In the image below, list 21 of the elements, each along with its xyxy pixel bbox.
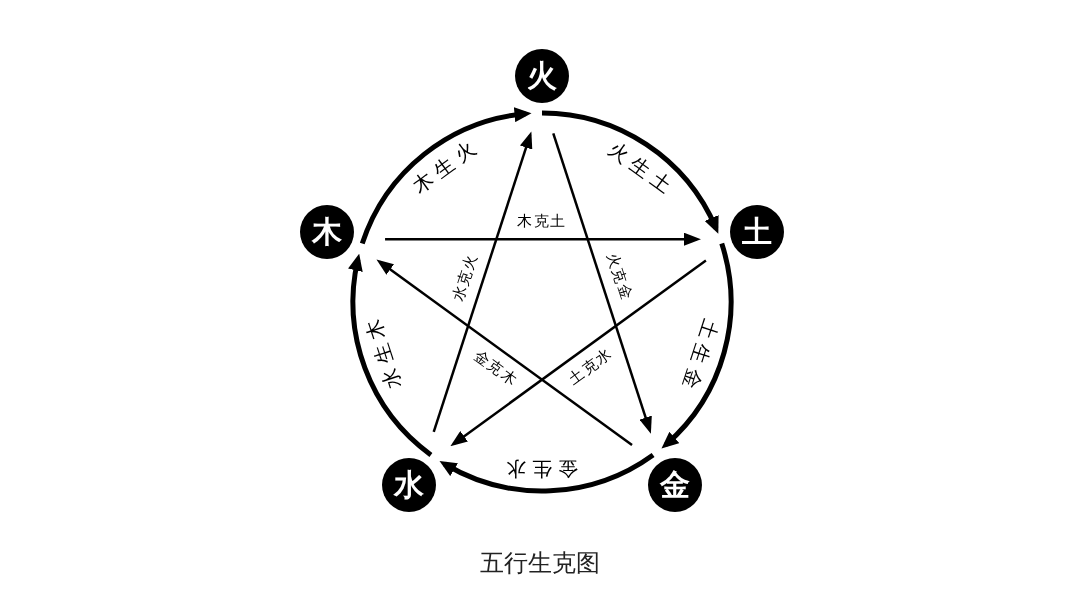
edge-label: 水克火 — [449, 251, 480, 305]
arrow — [450, 259, 707, 447]
curved-arrow — [661, 242, 734, 449]
curved-arrow — [541, 110, 719, 234]
edge-label: 木生火 — [406, 134, 484, 200]
arrow — [376, 259, 633, 447]
curved-arrow — [359, 107, 532, 245]
curved-arrow — [348, 253, 433, 457]
edge-label: 火生土 — [603, 135, 680, 200]
curved-arrow — [439, 452, 655, 494]
edge-label: 水生木 — [360, 310, 406, 394]
edge-label: 金生水 — [500, 459, 579, 479]
caption: 五行生克图 — [480, 551, 600, 575]
arrow — [432, 131, 533, 433]
edge-label: 木克土 — [516, 213, 567, 229]
edge-label: 土生金 — [678, 314, 724, 397]
edge-label: 金克木 — [470, 346, 521, 390]
arrow — [385, 232, 701, 246]
edge-label: 火克金 — [603, 249, 634, 303]
edge-label: 土克水 — [565, 345, 616, 388]
arrow — [552, 132, 652, 434]
